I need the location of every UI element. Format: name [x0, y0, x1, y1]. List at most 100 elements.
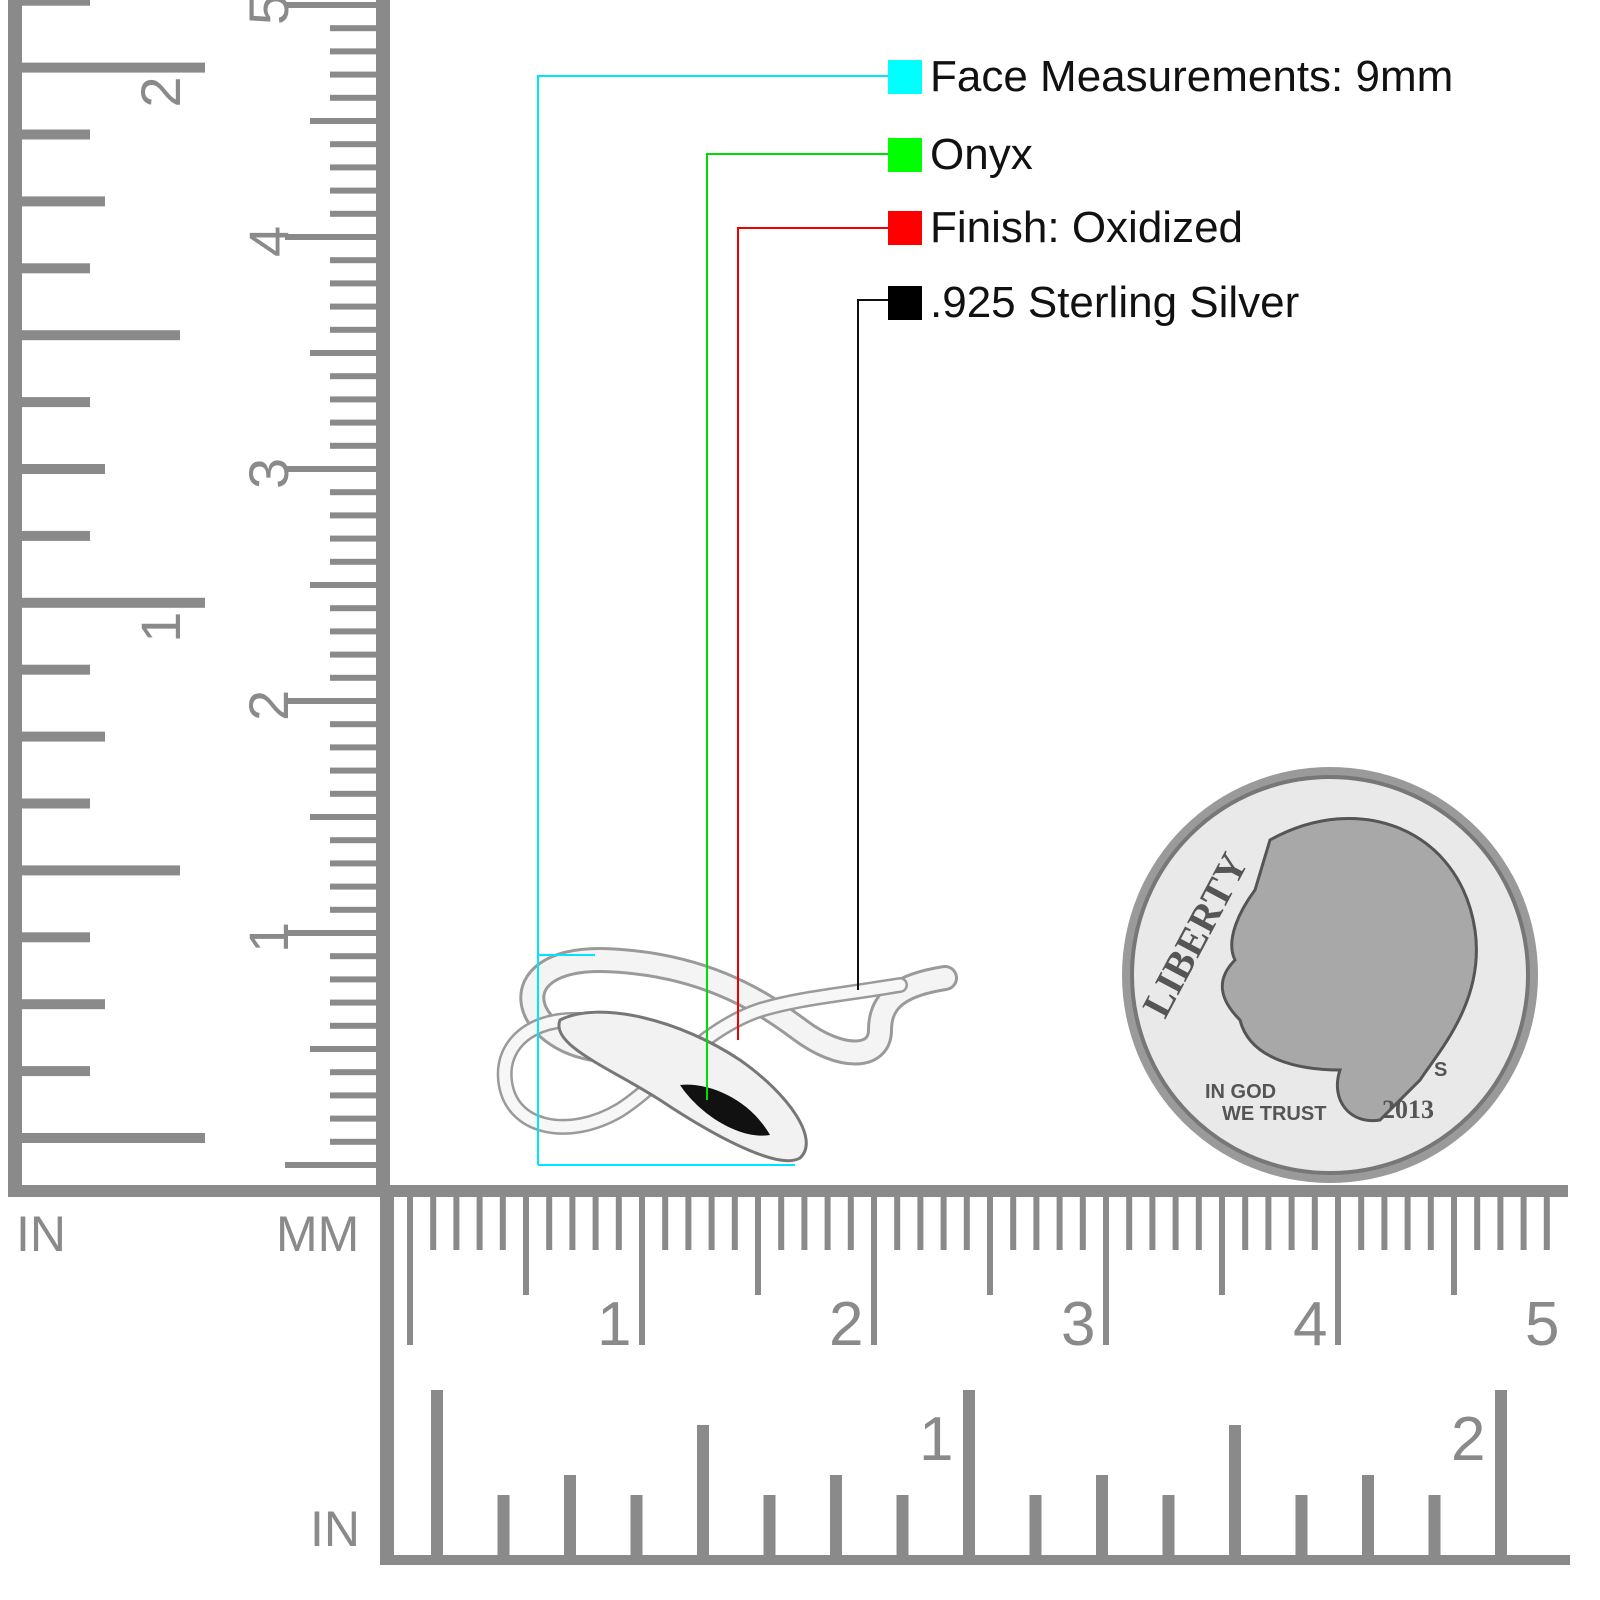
inch-tick	[20, 1066, 90, 1077]
mm-tick	[847, 1195, 854, 1250]
inch-tick	[20, 597, 205, 608]
left-ruler-mm-edge	[376, 0, 390, 1195]
mm-tick	[330, 48, 380, 55]
bottom-mm-number: 5	[1525, 1290, 1559, 1359]
mm-tick	[917, 1195, 924, 1250]
onyx-stone	[680, 1084, 770, 1136]
inch-tick	[20, 731, 105, 742]
mm-tick	[330, 744, 380, 751]
inch-tick	[20, 664, 90, 675]
bottom-ruler-bottom-edge	[380, 1555, 1570, 1565]
inch-tick	[20, 129, 90, 140]
mm-tick	[330, 396, 380, 403]
mm-tick	[569, 1195, 576, 1250]
mm-tick	[1149, 1195, 1156, 1250]
mm-tick	[285, 234, 380, 240]
bottom-ruler-top-edge	[8, 1185, 1568, 1197]
inch-tick	[20, 798, 90, 809]
mm-tick	[1404, 1195, 1411, 1250]
mm-tick	[1056, 1195, 1063, 1250]
mm-tick	[285, 466, 380, 472]
mm-tick	[330, 558, 380, 565]
inch-tick	[1362, 1475, 1374, 1555]
mm-tick	[499, 1195, 506, 1250]
bottom-ruler	[8, 1185, 1570, 1565]
inch-tick	[1096, 1475, 1108, 1555]
mm-tick	[330, 883, 380, 890]
mm-tick	[476, 1195, 483, 1250]
mm-tick	[1288, 1195, 1295, 1250]
mm-tick	[662, 1195, 669, 1250]
left-mm-number: 1	[237, 922, 300, 953]
left-mm-number: 2	[237, 690, 300, 721]
bottom-inch-number: 2	[1451, 1405, 1485, 1474]
black-swatch-icon	[888, 286, 922, 320]
mm-tick	[1195, 1195, 1202, 1250]
mm-tick	[1311, 1195, 1318, 1250]
left-mm-number: 5	[237, 0, 300, 25]
inch-tick	[1029, 1495, 1042, 1555]
mm-tick	[708, 1195, 715, 1250]
left-inch-number: 2	[129, 76, 192, 107]
mm-tick	[824, 1195, 831, 1250]
inch-tick	[20, 464, 105, 474]
inch-tick	[20, 865, 180, 876]
bottom-ruler-left-edge	[380, 1185, 394, 1565]
left-mm-number: 3	[237, 458, 300, 489]
mm-tick	[1126, 1195, 1133, 1250]
coin-motto-line2: WE TRUST	[1222, 1103, 1326, 1125]
inch-tick	[20, 0, 90, 6]
mm-tick	[330, 141, 380, 148]
inch-tick	[1495, 1390, 1507, 1555]
mm-tick	[685, 1195, 692, 1250]
legend-label: Face Measurements: 9mm	[930, 52, 1454, 101]
mm-tick	[1079, 1195, 1086, 1250]
mm-tick	[592, 1195, 599, 1250]
mm-tick	[801, 1195, 808, 1250]
cyan-swatch-icon	[888, 60, 922, 94]
inch-tick	[1295, 1495, 1308, 1555]
mm-tick	[1358, 1195, 1365, 1250]
mm-tick	[330, 605, 380, 612]
mm-tick	[1381, 1195, 1388, 1250]
coin-year: 2013	[1382, 1095, 1434, 1124]
mm-tick	[330, 535, 380, 542]
inch-tick	[431, 1390, 443, 1555]
mm-tick	[1172, 1195, 1179, 1250]
leader-lines	[537, 75, 888, 1166]
legend-stone: Onyx	[888, 130, 1033, 179]
mm-tick	[330, 1069, 380, 1076]
mm-tick	[330, 906, 380, 913]
mm-tick	[330, 790, 380, 797]
mm-tick	[1010, 1195, 1017, 1250]
mm-tick	[330, 651, 380, 658]
mm-tick	[330, 1115, 380, 1122]
mm-tick	[523, 1195, 529, 1295]
bottom-mm-number: 1	[597, 1290, 631, 1359]
inch-tick	[20, 330, 180, 341]
mm-tick	[330, 837, 380, 844]
red-swatch-icon	[888, 211, 922, 245]
inch-tick	[20, 263, 90, 274]
left-inch-unit-label: IN	[16, 1206, 66, 1262]
mm-tick	[330, 489, 380, 496]
coin-portrait	[1220, 817, 1478, 1123]
legend-label: Onyx	[930, 130, 1033, 179]
mm-tick	[1265, 1195, 1272, 1250]
legend-face-measurements: Face Measurements: 9mm	[888, 52, 1453, 101]
legend-label: .925 Sterling Silver	[930, 278, 1300, 327]
inch-tick	[630, 1495, 643, 1555]
bottom-mm-number: 2	[829, 1290, 863, 1359]
mm-tick	[310, 582, 380, 588]
mm-tick	[330, 860, 380, 867]
bottom-mm-number: 3	[1061, 1290, 1095, 1359]
legend-label: Finish: Oxidized	[930, 203, 1244, 252]
mm-tick	[310, 1046, 380, 1052]
mm-tick	[330, 999, 380, 1006]
mm-tick	[330, 164, 380, 171]
mm-tick	[330, 94, 380, 101]
inch-tick	[20, 1133, 205, 1143]
mm-tick	[407, 1195, 413, 1345]
